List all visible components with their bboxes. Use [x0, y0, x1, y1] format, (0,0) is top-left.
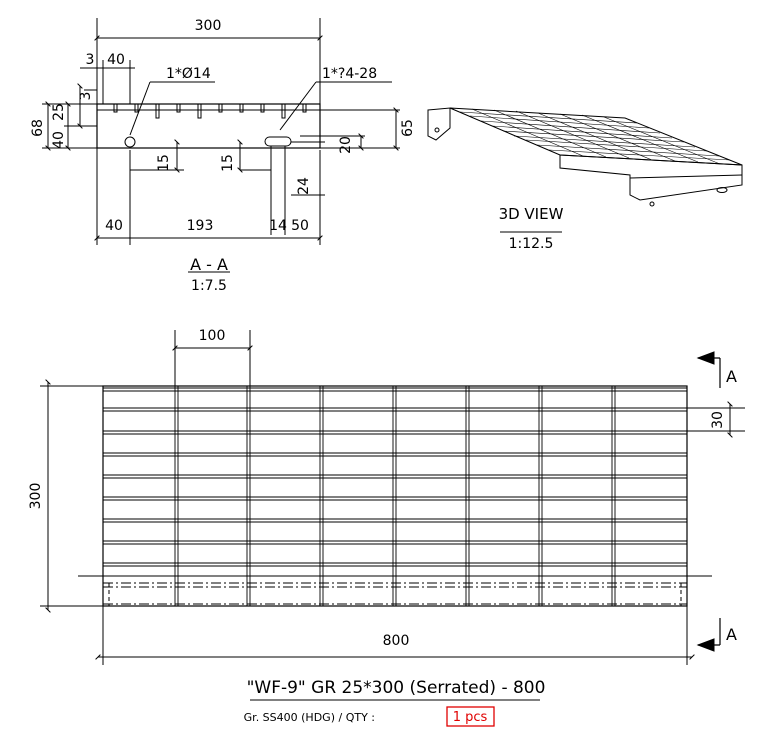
- dim-25: 25: [51, 103, 67, 121]
- hole-note: 1*Ø14: [166, 66, 211, 82]
- iso-title: 3D VIEW: [499, 205, 564, 223]
- dim-pitch: 100: [199, 328, 226, 344]
- dim-193: 193: [187, 218, 214, 234]
- dim-15-a: 15: [156, 154, 172, 172]
- plan-dims: 100 300 800 30 A A: [28, 328, 737, 649]
- dim-40-side: 40: [51, 131, 67, 149]
- qty-box: [446, 706, 495, 727]
- title-block: "WF-9" GR 25*300 (Serrated) - 800 Gr. SS…: [244, 678, 546, 727]
- qty-value: 1 pcs: [453, 710, 488, 725]
- section-mark-top: A: [726, 367, 737, 386]
- iso-mesh: [449, 107, 731, 165]
- dim-length: 800: [383, 633, 410, 649]
- cross-bars: [174, 386, 616, 606]
- iso-scale: 1:12.5: [509, 236, 554, 252]
- slot-note: 1*?4-28: [322, 66, 377, 82]
- dim-width: 300: [28, 483, 44, 510]
- notches: [113, 104, 307, 119]
- dim-bar-pitch: 30: [710, 411, 726, 429]
- slot: [264, 136, 292, 147]
- dim-50: 50: [291, 218, 309, 234]
- dim-40-bottom: 40: [105, 218, 123, 234]
- section-title: A - A: [190, 255, 228, 274]
- part-title: "WF-9" GR 25*300 (Serrated) - 800: [247, 678, 546, 698]
- dim-3-left: 3: [86, 52, 95, 68]
- section-dims: 300 3 40 1*Ø14 1*?4-28 3 25 68 40 65 15 …: [30, 18, 416, 294]
- dim-14: 14: [269, 218, 287, 234]
- dim-15-b: 15: [220, 154, 236, 172]
- plan-view: [40, 330, 745, 665]
- dim-65: 65: [400, 119, 416, 137]
- iso-labels: 3D VIEW 1:12.5: [499, 205, 564, 252]
- iso-view: [427, 107, 743, 233]
- bearing-bars: [103, 387, 687, 567]
- section-scale: 1:7.5: [191, 278, 227, 294]
- part-spec: Gr. SS400 (HDG) / QTY :: [244, 711, 375, 724]
- section-view: [42, 18, 400, 273]
- dim-3-small: 3: [78, 92, 94, 101]
- dim-20: 20: [338, 136, 354, 154]
- dim-total-length: 300: [195, 18, 222, 34]
- dim-68: 68: [30, 119, 46, 137]
- dim-24: 24: [296, 177, 312, 195]
- section-mark-bottom: A: [726, 625, 737, 644]
- hole: [124, 136, 136, 148]
- dim-40-top: 40: [107, 52, 125, 68]
